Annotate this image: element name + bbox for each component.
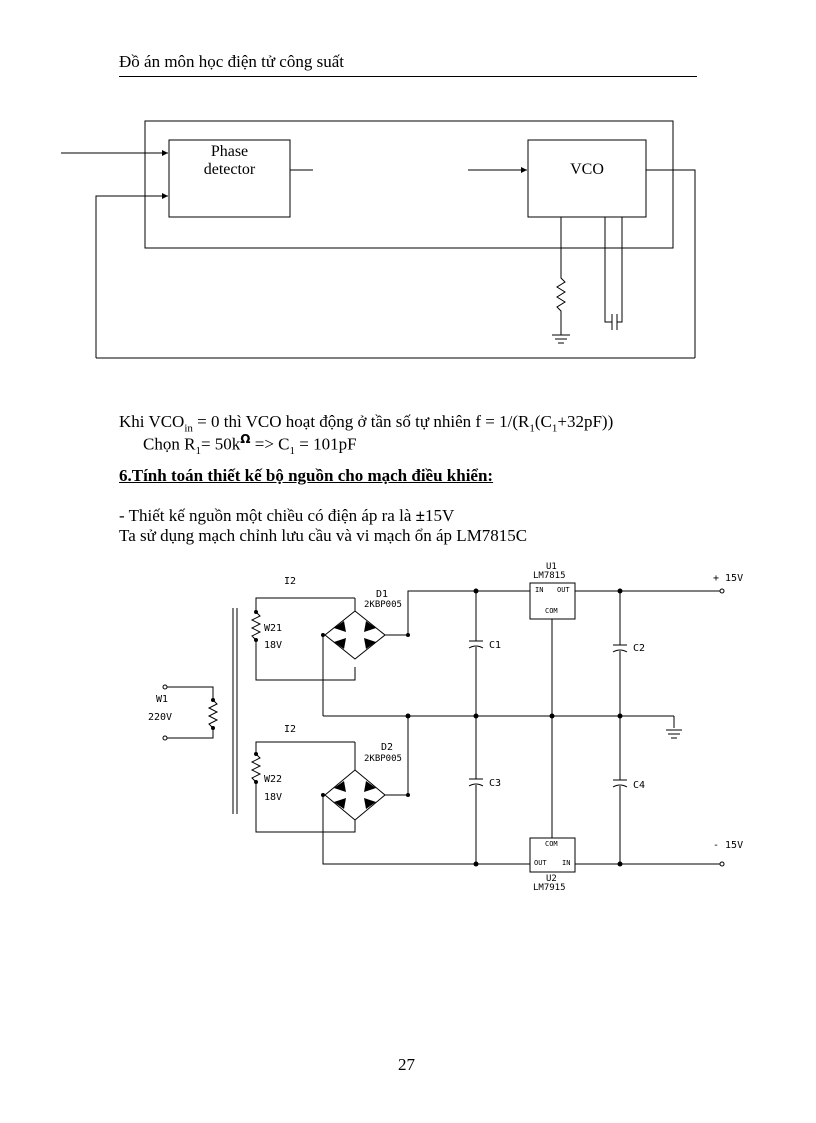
section-title: 6.Tính toán thiết kế bộ nguồn cho mạch đ… [119,466,494,485]
label-d2: D2 [381,742,394,753]
capacitor-c1-left [604,217,612,323]
header-rule [119,76,697,77]
vco-output-line [646,169,696,358]
label-c3: C3 [489,778,502,789]
label-18v-bottom: 18V [264,792,283,803]
vco-formula-line: Khi VCOin = 0 thì VCO hoạt động ở tần số… [119,412,614,435]
label-c4: C4 [633,780,646,791]
paragraph-2: Ta sử dụng mạch chỉnh lưu cầu và vi mạch… [119,526,528,545]
label-w1: W1 [156,694,169,705]
pd-label-1: Phase [210,143,249,160]
label-plus-15v: + 15V [713,573,744,584]
secondary-coil-top [250,611,262,641]
secondary-coil-bottom [250,753,262,783]
label-u2: U2 [546,874,557,884]
label-u1-part: LM7815 [533,571,566,581]
feedback-arrow [95,193,168,358]
label-u1-in: IN [535,586,544,594]
page-header: Đồ án môn học điện tử công suất [119,52,344,71]
primary-coil [207,699,219,729]
label-u1-com: COM [545,607,558,615]
label-i2-bottom: I2 [284,724,297,735]
label-c2: C2 [633,643,646,654]
paragraph-1: - Thiết kế nguồn một chiều có điện áp ra… [119,506,455,525]
label-d1-part: 2KBP005 [364,600,402,610]
label-w22: W22 [264,774,283,785]
label-w21: W21 [264,623,283,634]
pd-label-2: detector [203,161,256,178]
label-d1: D1 [376,589,389,600]
label-c1: C1 [489,640,502,651]
resistor-r1 [556,217,566,335]
label-220v: 220V [148,712,173,723]
label-u2-in: IN [562,859,571,867]
label-d2-part: 2KBP005 [364,754,402,764]
label-u1-out: OUT [557,586,570,594]
label-u2-out: OUT [534,859,547,867]
label-minus-15v: - 15V [713,840,744,851]
label-u2-com: COM [545,840,558,848]
pll-outer-frame [144,120,674,249]
label-u1: U1 [546,562,557,572]
label-i2-top: I2 [284,576,297,587]
page-number: 27 [398,1055,415,1074]
choice-line: Chọn R1= 50kΩ => C1 = 101pF [143,432,357,458]
vco-label: VCO [570,161,604,178]
label-u2-part: LM7915 [533,883,566,893]
label-18v-top: 18V [264,640,283,651]
